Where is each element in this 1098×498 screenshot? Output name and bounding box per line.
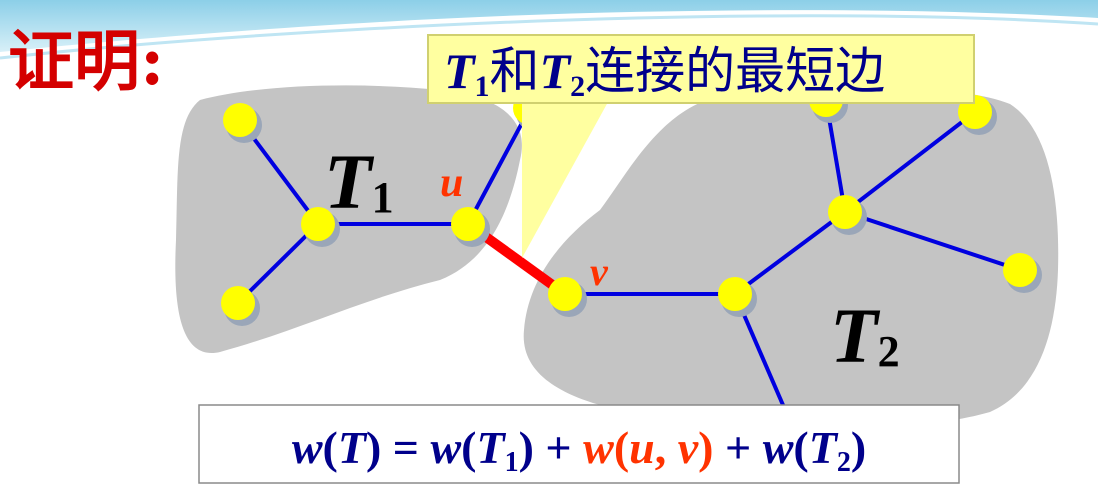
callout-conj: 和 (490, 43, 540, 99)
header-band (0, 0, 1098, 52)
formula-text: w(T) = w(T1) + w(u, v) + w(T2) (292, 422, 866, 478)
callout-rest: 连接的最短边 (585, 43, 885, 99)
edge-n-tr2 (843, 110, 977, 214)
node-v (548, 277, 582, 311)
edge-u-top (466, 107, 532, 225)
node-n (828, 195, 862, 229)
node-c (221, 286, 255, 320)
formula-frame (198, 404, 960, 484)
callout-t2-sub: 2 (570, 70, 585, 103)
tree-t2-region (523, 86, 1059, 429)
callout-text: T1和T2连接的最短边 (444, 43, 885, 103)
label-t1-var: T (324, 138, 375, 225)
formula-box: w(T) = w(T1) + w(u, v) + w(T2) (198, 404, 960, 484)
edge-n-rr (844, 210, 1021, 272)
callout-box (427, 34, 975, 104)
label-t2-sub: 2 (878, 327, 900, 376)
callout-t1-var: T (444, 43, 477, 99)
node-rr (1003, 253, 1037, 287)
node-u (451, 207, 485, 241)
edge-m-n (733, 210, 847, 296)
label-t2: T2 (830, 292, 900, 379)
callout: T1和T2连接的最短边 (427, 34, 975, 258)
edge-b-c (236, 222, 320, 305)
label-t2-var: T (830, 292, 881, 379)
node-a (223, 103, 257, 137)
label-t1-sub: 1 (372, 173, 394, 222)
node-m (718, 277, 752, 311)
label-v: v (590, 249, 609, 294)
callout-t2-var: T (540, 43, 573, 99)
header-swoosh (0, 14, 1098, 60)
label-t1: T1 (324, 138, 394, 225)
node-b (301, 207, 335, 241)
label-u: u (440, 160, 463, 206)
page-title: 证明: (8, 22, 164, 100)
callout-t1-sub: 1 (475, 70, 490, 103)
callout-pointer (522, 102, 608, 258)
